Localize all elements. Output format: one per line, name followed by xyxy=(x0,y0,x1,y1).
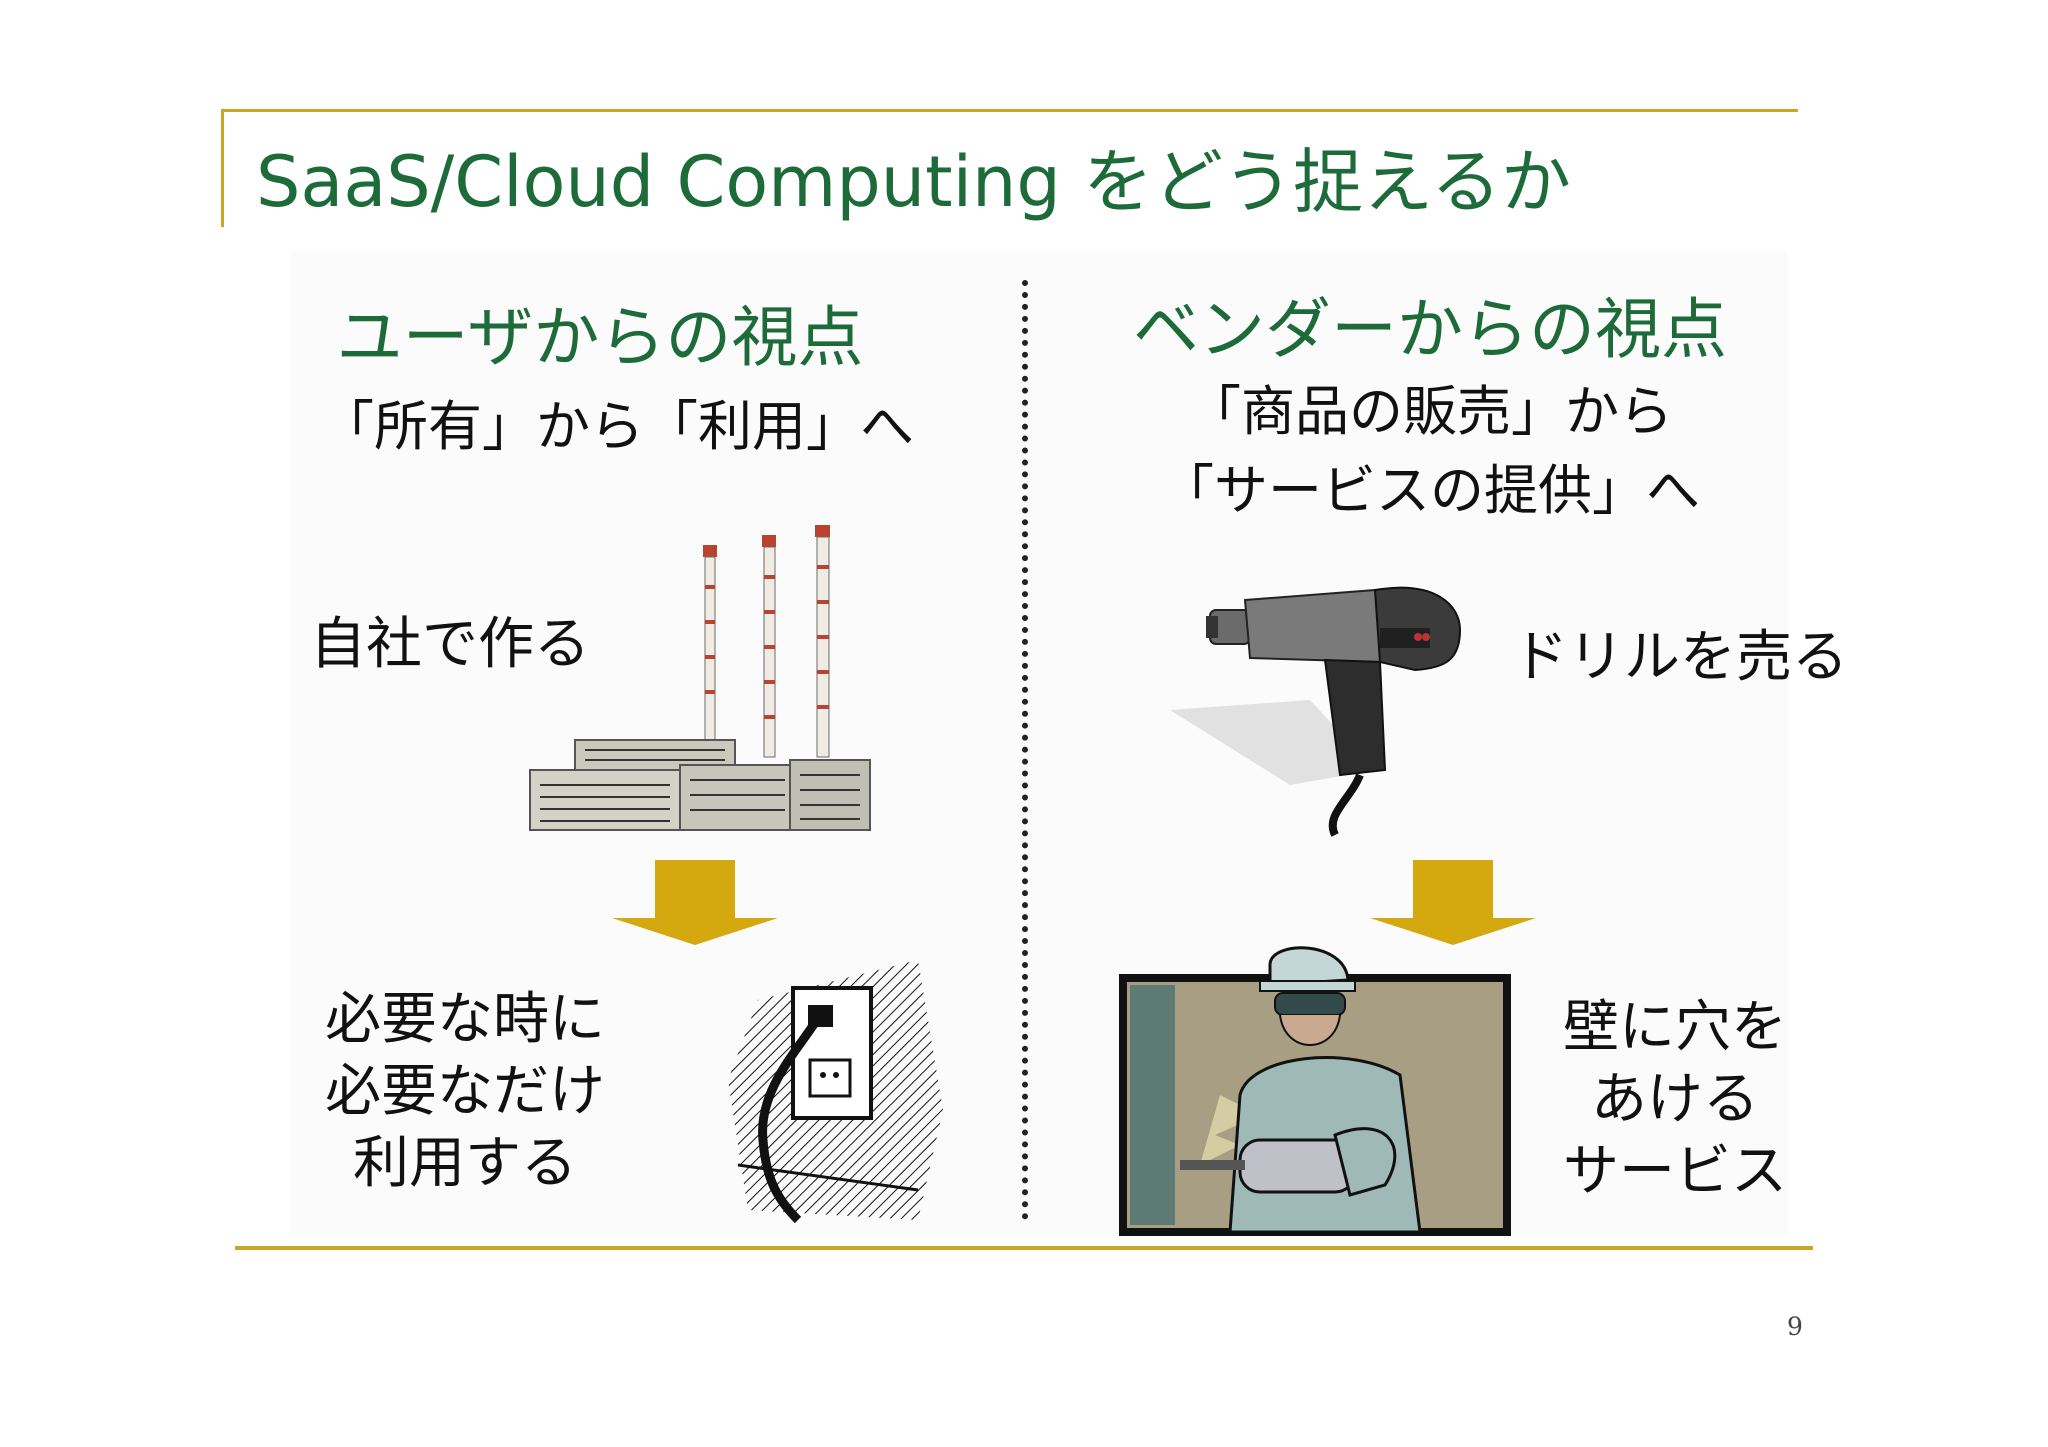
user-perspective-heading: ユーザからの視点 xyxy=(336,299,864,376)
service-line-2: あける xyxy=(1591,1067,1759,1132)
page-number: 9 xyxy=(1787,1312,1803,1341)
factory-icon xyxy=(529,525,871,831)
footer-rule xyxy=(235,1246,1813,1250)
power-drill-icon xyxy=(1170,586,1462,837)
service-line-3: サービス xyxy=(1563,1139,1787,1204)
user-perspective-subtitle: 「所有」から「利用」へ xyxy=(320,395,914,458)
power-outlet-icon xyxy=(728,960,943,1224)
content-background xyxy=(290,250,1787,1235)
on-demand-line-1: 必要な時に xyxy=(325,987,605,1052)
build-in-house-label: 自社で作る xyxy=(310,612,590,677)
worker-drilling-icon xyxy=(1119,946,1511,1236)
on-demand-line-2: 必要なだけ xyxy=(325,1059,605,1124)
sell-drill-label: ドリルを売る xyxy=(1512,625,1848,690)
down-arrow-icon xyxy=(1370,860,1536,945)
vendor-perspective-heading: ベンダーからの視点 xyxy=(1133,291,1727,368)
on-demand-line-3: 利用する xyxy=(353,1131,577,1196)
vendor-perspective-subtitle-line-1: 「商品の販売」から xyxy=(1187,380,1673,443)
slide-title: SaaS/Cloud Computing をどう捉えるか xyxy=(256,141,1571,223)
title-left-rule xyxy=(221,109,224,227)
service-line-1: 壁に穴を xyxy=(1563,995,1787,1060)
column-divider xyxy=(1022,280,1028,1220)
title-top-rule xyxy=(221,109,1798,112)
down-arrow-icon xyxy=(612,860,778,945)
vendor-perspective-subtitle-line-2: 「サービスの提供」へ xyxy=(1160,459,1700,522)
